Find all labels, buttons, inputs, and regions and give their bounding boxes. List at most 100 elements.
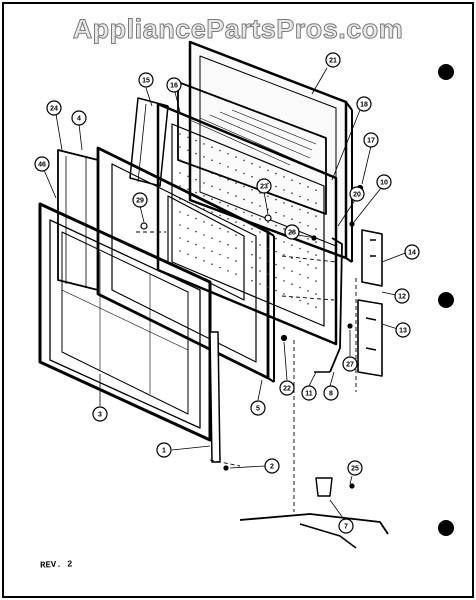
callout-20: 20: [349, 186, 365, 202]
callout-7: 7: [338, 518, 354, 534]
perforation-dot: [227, 205, 229, 207]
glass-panel: [177, 81, 327, 215]
perforation-dot: [235, 182, 237, 184]
perforation-dot: [243, 224, 245, 227]
perforation-dot: [243, 276, 245, 279]
latch-assembly-upper: [361, 229, 383, 287]
perforation-dot: [291, 257, 293, 260]
callout-23: 23: [256, 178, 272, 194]
perforation-dot: [315, 228, 317, 230]
perforation-dot: [235, 169, 237, 171]
perforation-dot: [307, 277, 309, 279]
perforation-dot: [195, 243, 197, 246]
perforation-dot: [299, 221, 301, 224]
perforation-dot: [299, 260, 301, 263]
perforation-dot: [299, 273, 301, 276]
perforation-dot: [187, 201, 189, 204]
perforation-dot: [203, 208, 205, 210]
perforation-dot: [251, 240, 253, 243]
svg-text:46: 46: [38, 162, 46, 169]
perforation-dot: [259, 205, 261, 207]
perforation-dot: [219, 188, 221, 191]
perforation-dot: [235, 156, 237, 158]
callout-27: 27: [342, 356, 358, 372]
perforation-dot: [243, 172, 245, 175]
perforation-dot: [267, 273, 269, 276]
callout-13: 13: [395, 322, 411, 338]
perforation-dot: [283, 293, 285, 295]
perforation-dot: [179, 133, 181, 135]
perforation-dot: [203, 169, 205, 171]
perforation-dot: [251, 175, 253, 178]
callout-25: 25: [347, 460, 363, 476]
perforation-dot: [187, 136, 189, 139]
callout-4: 4: [71, 110, 87, 126]
perforation-dot: [203, 156, 205, 158]
alignment-guides: [136, 231, 357, 512]
perforation-dot: [235, 234, 237, 236]
perforation-dot: [235, 195, 237, 197]
perforation-dot: [203, 234, 205, 236]
perforation-dot: [195, 152, 197, 155]
callout-labels: 21 15 16 18 24 4 17 46 23 10 29 20 28 14…: [34, 52, 420, 534]
perforation-dot: [219, 266, 221, 269]
perforation-dot: [307, 199, 309, 201]
perforation-dot: [267, 208, 269, 211]
perforation-dot: [219, 227, 221, 230]
perforation-dot: [259, 244, 261, 246]
svg-text:18: 18: [360, 102, 368, 109]
svg-text:1: 1: [162, 448, 166, 455]
perforation-dot: [179, 237, 181, 239]
perforation-dot: [227, 257, 229, 259]
perforation-dot: [291, 218, 293, 220]
perforation-dot: [251, 227, 253, 230]
perforation-dot: [235, 260, 237, 262]
svg-text:3: 3: [98, 412, 102, 419]
leader-lines: [43, 67, 409, 519]
perforation-dot: [307, 264, 309, 266]
callout-1: 1: [156, 442, 172, 458]
perforation-dot: [267, 260, 269, 263]
perforation-dot: [211, 198, 213, 200]
perforation-dot: [211, 159, 213, 161]
svg-text:17: 17: [367, 138, 375, 145]
callout-10: 10: [376, 174, 392, 190]
perforation-dot: [267, 195, 269, 198]
perforation-dot: [307, 225, 309, 227]
perforation-dot: [275, 211, 277, 214]
perforation-dot: [243, 211, 245, 214]
front-door-frame: [38, 202, 212, 442]
svg-text:28: 28: [288, 230, 296, 237]
perforation-dot: [267, 221, 269, 224]
perforation-dot: [259, 218, 261, 220]
svg-text:16: 16: [170, 83, 178, 90]
perforation-dot: [219, 162, 221, 165]
perforation-dot: [275, 237, 277, 240]
perforation-dot: [243, 250, 245, 253]
door-liner: [57, 149, 99, 291]
perforation-dot: [179, 250, 181, 252]
perforation-dot: [243, 185, 245, 188]
perforation-dot: [275, 276, 277, 279]
callout-12: 12: [394, 288, 410, 304]
perforation-dot: [315, 241, 317, 243]
perforation-dot: [211, 250, 213, 252]
perforation-dot: [315, 254, 317, 256]
perforation-dot: [243, 159, 245, 162]
perforation-dot: [307, 251, 309, 253]
callout-24: 24: [46, 100, 62, 116]
perforation-dot: [211, 224, 213, 226]
perforation-dot: [283, 189, 285, 191]
perforation-dot: [227, 218, 229, 220]
svg-text:27: 27: [346, 362, 354, 369]
perforation-dot: [187, 240, 189, 243]
callout-15: 15: [138, 72, 154, 88]
perforation-dot: [187, 149, 189, 152]
perforation-dot: [259, 283, 261, 285]
perforation-dot: [219, 214, 221, 217]
perforation-dot: [267, 247, 269, 250]
perforation-dot: [283, 241, 285, 243]
perforation-dot: [275, 185, 277, 188]
perforation-dot: [259, 270, 261, 272]
perforation-dot: [307, 238, 309, 240]
